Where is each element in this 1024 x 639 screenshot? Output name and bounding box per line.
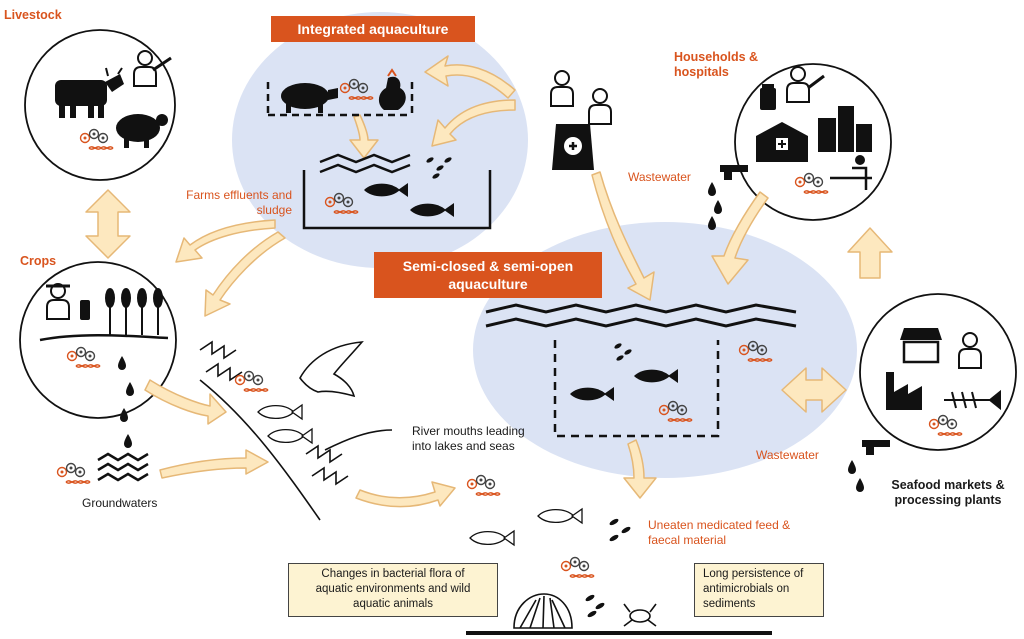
rooster-icon <box>378 68 406 110</box>
sheep-icon <box>116 114 168 148</box>
flow-arrows <box>85 55 893 508</box>
groundwater-waves-icon <box>97 452 149 482</box>
households-hospitals-label: Households & hospitals <box>674 50 759 79</box>
wastewater-right-label: Wastewater <box>756 448 819 462</box>
farms-effluents-label: Farms effluents and sludge <box>186 188 292 217</box>
river-icon <box>199 340 393 521</box>
wild-fish-icon <box>257 404 313 444</box>
semi-closed-aquaculture-banner: Semi-closed & semi-open aquaculture <box>374 252 602 298</box>
groundwaters-label: Groundwaters <box>82 496 158 510</box>
river-microbes-icon <box>236 372 269 392</box>
worker-icon <box>958 332 982 369</box>
integrated-pond-icon <box>302 153 492 230</box>
hospital-icon <box>756 122 808 162</box>
uneaten-feed-label: Uneaten medicated feed & faecal material <box>648 518 791 547</box>
pill-bottle-icon <box>760 84 776 110</box>
sprayer-icon <box>80 300 90 320</box>
market-stall-icon <box>900 328 942 364</box>
person-at-table-icon <box>830 155 872 190</box>
seafood-markets-label: Seafood markets & processing plants <box>891 478 1005 507</box>
shell-icon <box>513 593 573 629</box>
crops-label: Crops <box>20 254 57 268</box>
bottom-wild-fish-icon <box>469 508 583 546</box>
cow-icon <box>55 67 124 118</box>
integrated-aquaculture-banner: Integrated aquaculture <box>271 16 475 42</box>
integrated-aquaculture-blob <box>232 12 528 268</box>
groundwater-microbes-icon <box>58 464 91 484</box>
feed-pellets-icon <box>585 518 631 618</box>
crab-icon <box>623 603 657 627</box>
livestock-label: Livestock <box>4 8 62 22</box>
pig-pen-icon <box>266 82 414 117</box>
fish-bone-icon <box>944 389 1001 411</box>
bird-icon <box>299 341 364 398</box>
changes-flora-box: Changes in bacterial flora of aquatic en… <box>288 563 498 617</box>
wheat-icon <box>39 288 169 342</box>
long-persistence-box: Long persistence of antimicrobials on se… <box>694 563 824 617</box>
seafood-tap-icon <box>848 440 890 492</box>
bottom-microbes-icon <box>562 558 595 578</box>
factory-icon <box>886 372 922 410</box>
buildings-icon <box>818 106 872 152</box>
sediment-microbes-icon <box>468 476 501 496</box>
medicated-feed-bag-icon <box>552 124 594 170</box>
households-tap-icon <box>708 165 748 230</box>
wastewater-top-label: Wastewater <box>628 170 691 184</box>
semi-closed-pond-icon <box>485 303 797 438</box>
seafood-circle <box>859 293 1017 451</box>
doctor-icon <box>786 66 825 103</box>
river-mouths-label: River mouths leading into lakes and seas <box>412 424 525 453</box>
farmer-icon <box>46 283 70 320</box>
vet-farmer-icon <box>550 70 612 125</box>
vet-person-icon <box>133 50 172 87</box>
